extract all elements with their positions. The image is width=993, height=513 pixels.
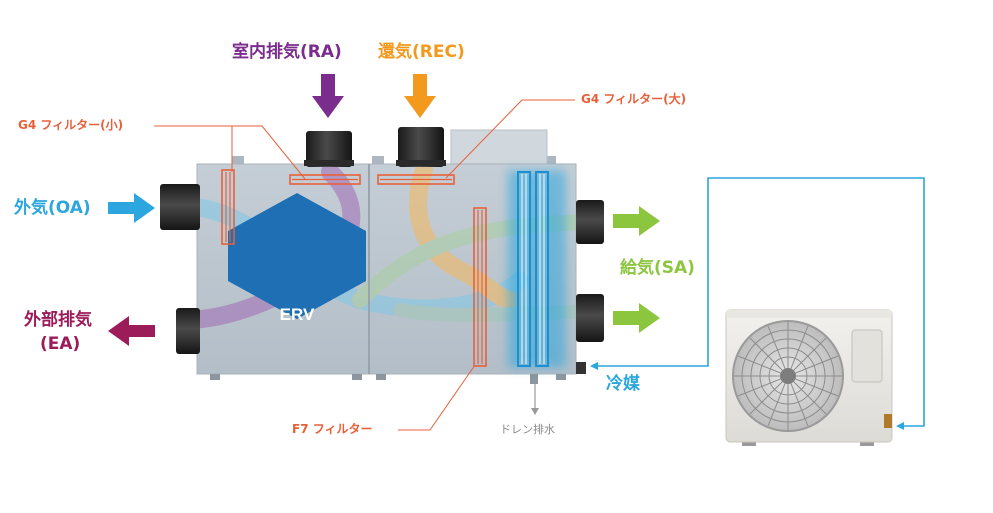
f7-filter-label: F7 フィルター xyxy=(292,422,373,436)
rec-airflow xyxy=(409,161,519,309)
filters xyxy=(221,169,487,367)
flow-arrows xyxy=(108,74,660,415)
erv-core xyxy=(228,193,366,319)
erv-core-label: ERV xyxy=(280,305,315,324)
oa-duct xyxy=(160,184,200,230)
outdoor-ac-unit xyxy=(725,309,893,446)
ra-duct xyxy=(306,131,352,167)
ea-label-line1: 外部排気 xyxy=(24,310,92,330)
drain-label: ドレン排水 xyxy=(500,423,555,436)
ea-arrow xyxy=(108,316,155,346)
ea-label-line2: (EA) xyxy=(40,334,81,354)
ra-arrow xyxy=(312,74,344,118)
ducts xyxy=(160,127,604,354)
sa-duct-upper xyxy=(576,200,604,244)
refrigerant-label: 冷媒 xyxy=(606,374,640,394)
leader-lines xyxy=(154,99,575,431)
sa-label: 給気(SA) xyxy=(620,258,695,278)
rec-duct xyxy=(398,127,444,167)
rec-label: 還気(REC) xyxy=(378,42,465,62)
sa-arrow-upper xyxy=(613,206,660,236)
oa-label: 外気(OA) xyxy=(14,198,91,218)
ea-duct xyxy=(176,308,200,354)
g4-small-filter-horizontal xyxy=(289,174,361,185)
refrigerant-coil xyxy=(508,170,566,368)
g4-large-filter-label: G4 フィルター(大) xyxy=(581,92,687,106)
sa-duct-lower xyxy=(576,294,604,342)
rec-arrow xyxy=(404,74,436,118)
oa-arrow xyxy=(108,193,155,223)
g4-large-filter xyxy=(377,174,455,185)
refrigerant-line xyxy=(590,177,925,430)
f7-filter xyxy=(473,207,487,367)
g4-small-filter-label: G4 フィルター(小) xyxy=(18,118,124,132)
unit-top-box xyxy=(450,129,548,167)
g4-small-filter-vertical xyxy=(221,169,235,245)
drain-arrow xyxy=(531,384,539,415)
sa-arrow-lower xyxy=(613,303,660,333)
ra-label: 室内排気(RA) xyxy=(232,42,342,62)
